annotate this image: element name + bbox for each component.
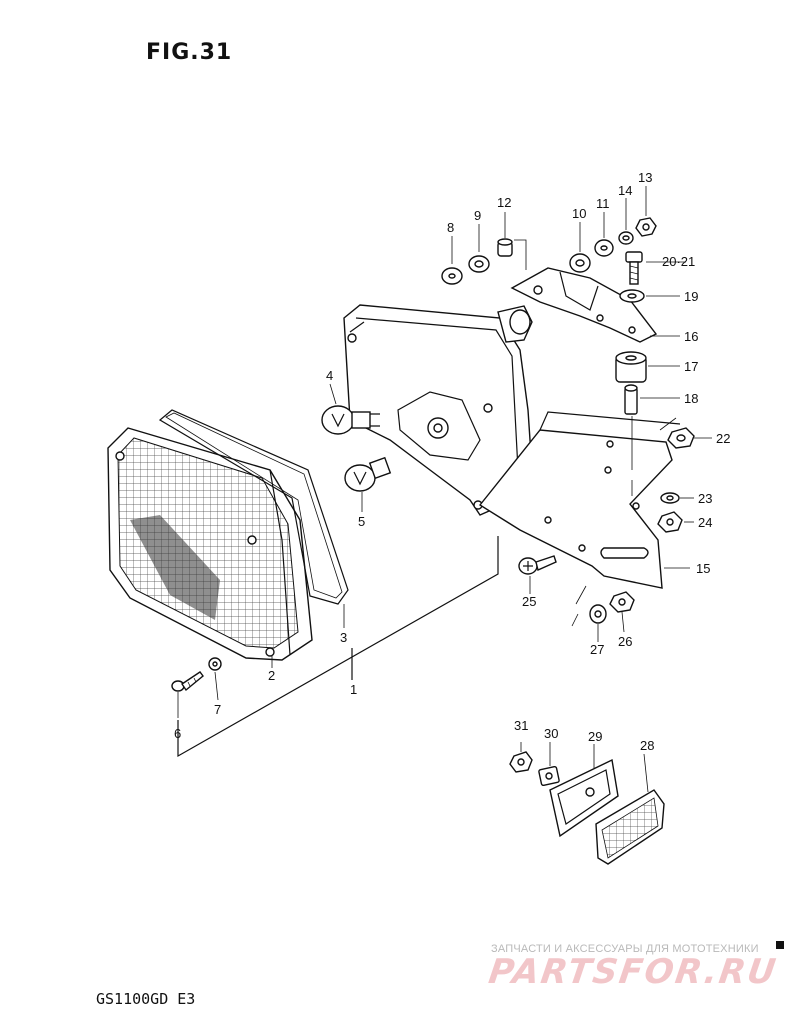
callout-9: 9 (474, 208, 481, 223)
callout-18: 18 (684, 391, 698, 406)
washer-7-illustration (208, 657, 222, 671)
washer-27-illustration (589, 604, 607, 624)
bulb-4-illustration (321, 405, 380, 435)
watermark-caption: ЗАПЧАСТИ И АКСЕССУАРЫ ДЛЯ МОТОТЕХНИКИ (491, 943, 759, 955)
model-code-label: GS1100GD E3 (96, 990, 196, 1008)
mounting-bracket-illustration (478, 411, 681, 589)
screw-25-illustration (518, 555, 557, 575)
callout-25: 25 (522, 594, 536, 609)
callout-30: 30 (544, 726, 558, 741)
callout-22: 22 (716, 431, 730, 446)
callout-26: 26 (618, 634, 632, 649)
callout-12: 12 (497, 195, 511, 210)
nut-22-illustration (667, 427, 695, 449)
callout-15: 15 (696, 561, 710, 576)
reflector-plate-29-illustration (549, 758, 619, 838)
washer-23-illustration (660, 492, 680, 504)
lens-gasket-illustration (158, 409, 349, 605)
callout-13: 13 (638, 170, 652, 185)
nut-24-illustration (657, 511, 683, 533)
callout-20-21: 20·21 (662, 254, 695, 269)
callout-16: 16 (684, 329, 698, 344)
assembly-bracket-line (177, 536, 499, 758)
callout-29: 29 (588, 729, 602, 744)
clip-30-illustration (538, 765, 560, 787)
callout-28: 28 (640, 738, 654, 753)
callout-8: 8 (447, 220, 454, 235)
washer-19-illustration (619, 289, 645, 303)
bulb-5-illustration (344, 456, 392, 492)
washer-10-illustration (569, 253, 591, 273)
callout-5: 5 (358, 514, 365, 529)
reflector-28-illustration (595, 789, 665, 865)
tail-lamp-lens-illustration (107, 427, 313, 661)
callout-4: 4 (326, 368, 333, 383)
figure-title: FIG.31 (146, 40, 233, 65)
callout-17: 17 (684, 359, 698, 374)
cushion-17-illustration (615, 351, 647, 383)
washer-8-illustration (441, 267, 463, 285)
collar-12-illustration (497, 238, 513, 257)
watermark-corner-mark (776, 941, 784, 949)
nut-31-illustration (509, 751, 533, 773)
washer-14-illustration (618, 231, 634, 245)
screw-6-illustration (171, 671, 204, 692)
nut-13-illustration (635, 217, 657, 237)
callout-23: 23 (698, 491, 712, 506)
callout-11: 11 (596, 196, 610, 211)
lamp-housing-illustration (343, 304, 533, 516)
nut-26-illustration (609, 591, 635, 613)
callout-6: 6 (174, 726, 181, 741)
callout-2: 2 (268, 668, 275, 683)
callout-14: 14 (618, 183, 632, 198)
callout-1: 1 (350, 682, 357, 697)
leader-lines (177, 186, 712, 793)
watermark-logo: PARTSFOR.RU (486, 952, 780, 992)
callout-7: 7 (214, 702, 221, 717)
washer-11-illustration (594, 239, 614, 257)
callout-24: 24 (698, 515, 712, 530)
callout-27: 27 (590, 642, 604, 657)
callout-3: 3 (340, 630, 347, 645)
collar-18-illustration (624, 384, 638, 415)
callout-labels: 1 2 3 4 5 6 7 8 9 10 11 12 13 14 15 16 1… (174, 170, 730, 753)
callout-19: 19 (684, 289, 698, 304)
upper-bracket-illustration (510, 267, 658, 343)
callout-31: 31 (514, 718, 528, 733)
callout-10: 10 (572, 206, 586, 221)
washer-9-illustration (468, 255, 490, 273)
bolt-20-21-illustration (625, 251, 643, 285)
